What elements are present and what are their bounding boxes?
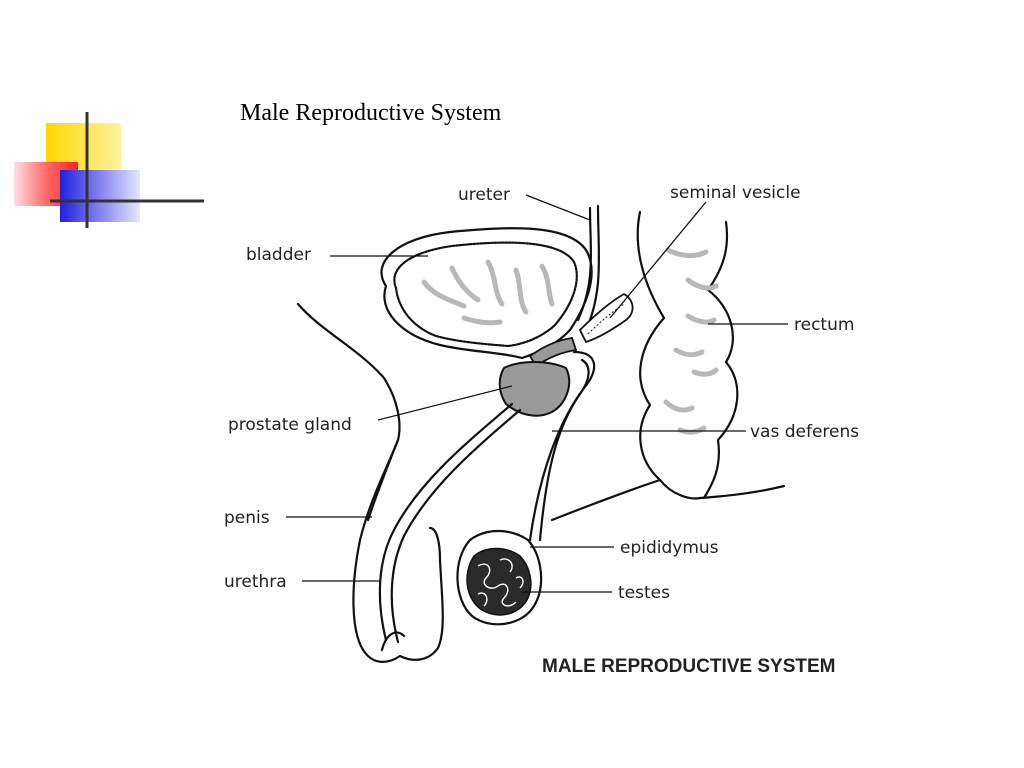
prostate-gland-shape xyxy=(498,361,571,417)
bladder-outer xyxy=(380,227,593,360)
diagram-caption: MALE REPRODUCTIVE SYSTEM xyxy=(542,656,835,677)
pubic-outline xyxy=(296,302,401,522)
label-epididymus: epididymus xyxy=(620,538,719,558)
rectum-outline-outer xyxy=(636,210,786,500)
bladder-fold xyxy=(539,263,555,307)
bladder-fold xyxy=(461,315,503,326)
label-seminal-vesicle: seminal vesicle xyxy=(670,183,801,203)
leader-ureter xyxy=(525,194,591,221)
blue-block xyxy=(60,170,140,222)
perineum-outline xyxy=(550,478,662,522)
leader-seminal-vesicle xyxy=(609,201,707,319)
testes-shape xyxy=(466,547,532,616)
label-urethra: urethra xyxy=(224,572,287,592)
rectum-fold xyxy=(685,313,717,325)
label-ureter: ureter xyxy=(458,185,510,205)
label-testes: testes xyxy=(618,583,670,603)
urethra-tube xyxy=(378,402,522,644)
leader-prostate xyxy=(377,385,513,421)
label-prostate-gland: prostate gland xyxy=(228,415,352,435)
bladder-fold xyxy=(485,259,505,307)
corner-decoration xyxy=(14,112,204,228)
ejaculatory-duct xyxy=(528,337,578,368)
label-vas-deferens: vas deferens xyxy=(750,422,859,442)
rectum-fold xyxy=(665,247,709,259)
rectum-fold xyxy=(685,277,719,291)
label-bladder: bladder xyxy=(246,245,311,265)
rectum-outline-inner xyxy=(702,220,739,500)
bladder-inner xyxy=(393,241,578,348)
testes-texture xyxy=(477,558,524,607)
penis-outline xyxy=(352,438,444,663)
scrotum-outline xyxy=(456,530,543,626)
bladder-fold xyxy=(449,265,481,303)
label-rectum: rectum xyxy=(794,315,854,335)
bladder-fold xyxy=(421,279,467,309)
bladder-fold xyxy=(513,267,529,315)
slide-title: Male Reproductive System xyxy=(240,100,502,126)
rectum-fold xyxy=(663,399,695,413)
penis-tip-detail xyxy=(380,631,406,652)
label-penis: penis xyxy=(224,508,270,528)
rectum-fold xyxy=(673,347,705,358)
vas-deferens-tube xyxy=(528,350,596,542)
rectum-fold xyxy=(691,367,719,377)
seminal-vesicle-texture xyxy=(587,303,625,335)
